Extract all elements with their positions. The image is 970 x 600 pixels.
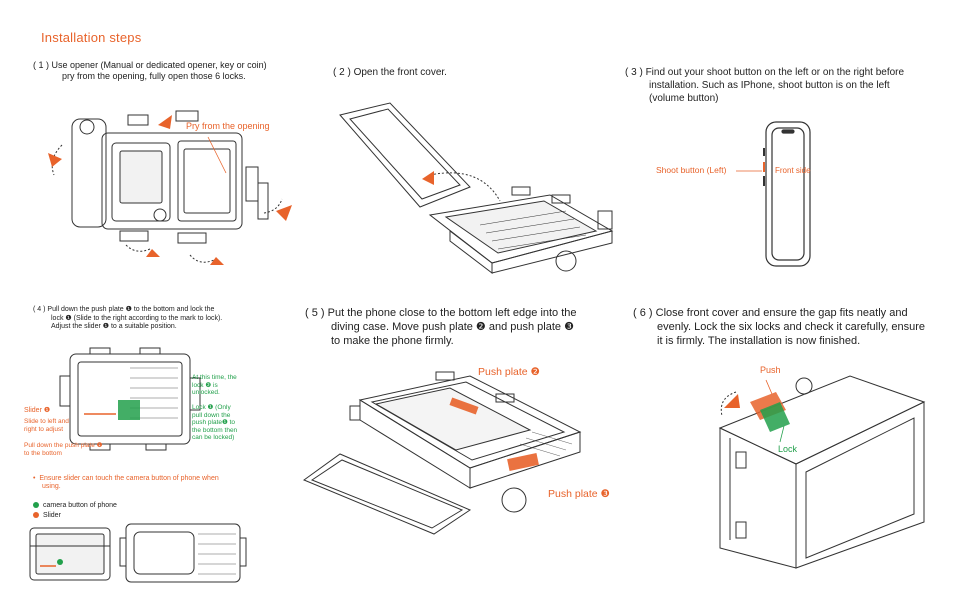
- figure-step-4-detail: [29, 523, 247, 583]
- callout-push-plate-3: Push plate ❸: [548, 488, 610, 500]
- legend-dot-green: [33, 502, 39, 509]
- step-2-text: ( 2 ) Open the front cover.: [333, 67, 447, 78]
- phone-body: [765, 121, 811, 267]
- case-top: [718, 375, 926, 465]
- callout-slider: Slider ❶: [24, 407, 51, 414]
- callout-push: Push: [760, 365, 781, 375]
- arrow-icon: [276, 205, 292, 221]
- front-cover: [339, 102, 471, 208]
- lock-tab: [127, 114, 149, 126]
- figure-step-1: [48, 110, 292, 265]
- case-body: [101, 132, 243, 230]
- callout-slide-adjust: Slide to left and right to adjust: [24, 418, 69, 433]
- case-body: [69, 353, 191, 445]
- callout-at-this-time: At this time, the lock ❷ is unlocked.: [192, 374, 237, 396]
- push-plate-3: [507, 453, 539, 471]
- figure-step-5: [302, 371, 582, 535]
- arrow-icon: [422, 171, 434, 185]
- lock-tab: [245, 166, 259, 202]
- step-1-text: ( 1 ) Use opener (Manual or dedicated op…: [33, 60, 267, 81]
- legend-dot-orange: [33, 512, 39, 519]
- callout-pull-down: Pull down the push plate ❶ to the bottom: [24, 442, 103, 457]
- arrow-icon: [210, 257, 224, 265]
- callout-push-plate-2: Push plate ❷: [478, 366, 540, 378]
- step-3-text: ( 3 ) Find out your shoot button on the …: [625, 67, 905, 104]
- case-front: [795, 401, 925, 569]
- phone-inside: [374, 387, 532, 451]
- arrow-icon: [48, 153, 62, 167]
- legend-camera: camera button of phone: [33, 502, 117, 510]
- arrow-icon: [158, 115, 172, 129]
- callout-shoot-button: Shoot button (Left): [656, 165, 727, 175]
- figure-step-2: [339, 102, 614, 275]
- push-plate-2: [449, 397, 479, 415]
- figure-step-4: [59, 347, 201, 451]
- callout-lock: Lock: [778, 444, 798, 454]
- lock-tab: [177, 232, 207, 244]
- figure-step-6: [718, 375, 926, 569]
- callout-pry: Pry from the opening: [186, 121, 270, 131]
- lock-tab: [119, 230, 149, 242]
- shutter-knob: [79, 119, 95, 135]
- callout-front-side: Front side: [775, 166, 811, 175]
- push-plate: [118, 400, 140, 420]
- page-title: Installation steps: [41, 30, 142, 45]
- step-6-text: ( 6 ) Close front cover and ensure the g…: [633, 307, 925, 347]
- arrow-icon: [146, 249, 160, 257]
- figure-step-3: [763, 121, 811, 267]
- step-4-text: ( 4 ) Pull down the push plate ❶ to the …: [33, 306, 223, 330]
- phone: [302, 453, 472, 535]
- legend-slider: Slider: [33, 512, 61, 520]
- step-5-text: ( 5 ) Put the phone close to the bottom …: [305, 307, 577, 347]
- case-grip: [71, 118, 107, 228]
- arrow-icon: [724, 394, 740, 408]
- lock-tab: [760, 402, 790, 432]
- note-ensure: • Ensure slider can touch the camera but…: [33, 475, 219, 490]
- lock-tab: [175, 110, 199, 122]
- callout-lock-only: Lock ❶ (Only pull down the push plate❶ t…: [192, 404, 238, 441]
